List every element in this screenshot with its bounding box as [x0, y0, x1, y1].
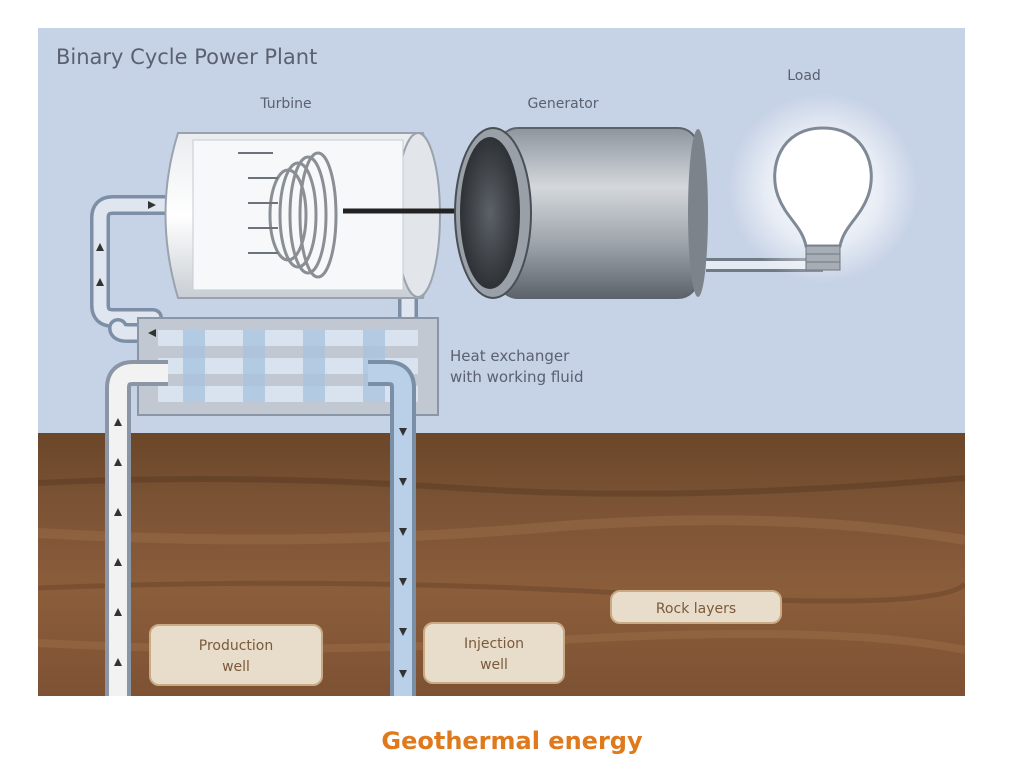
- injection-well-pipe: [368, 360, 416, 696]
- production-well-pipe: [105, 360, 168, 696]
- heat-exchanger-label-line1: Heat exchanger: [450, 347, 570, 365]
- production-well-label-line2: well: [222, 659, 250, 675]
- injection-well-label-line1: Injection: [464, 636, 524, 652]
- production-well-label-line1: Production: [199, 638, 273, 654]
- lightbulb-icon: [728, 93, 918, 283]
- loop-flow-arrows: [96, 201, 156, 337]
- load-label: Load: [787, 68, 821, 84]
- rock-layers-tag: Rock layers: [610, 590, 782, 624]
- injection-well-label-line2: well: [480, 657, 508, 673]
- binary-cycle-diagram: Binary Cycle Power Plant Turbine Generat…: [38, 28, 965, 696]
- caption: Geothermal energy: [381, 727, 643, 755]
- injection-well-tag: Injection well: [423, 622, 565, 684]
- rock-layers-label: Rock layers: [656, 601, 736, 617]
- heat-exchanger-label-line2: with working fluid: [450, 368, 584, 386]
- production-well-tag: Production well: [149, 624, 323, 686]
- generator: [454, 127, 708, 299]
- turbine: [164, 132, 441, 299]
- diagram-title: Binary Cycle Power Plant: [56, 45, 317, 69]
- generator-label: Generator: [527, 96, 598, 112]
- turbine-label: Turbine: [259, 96, 311, 112]
